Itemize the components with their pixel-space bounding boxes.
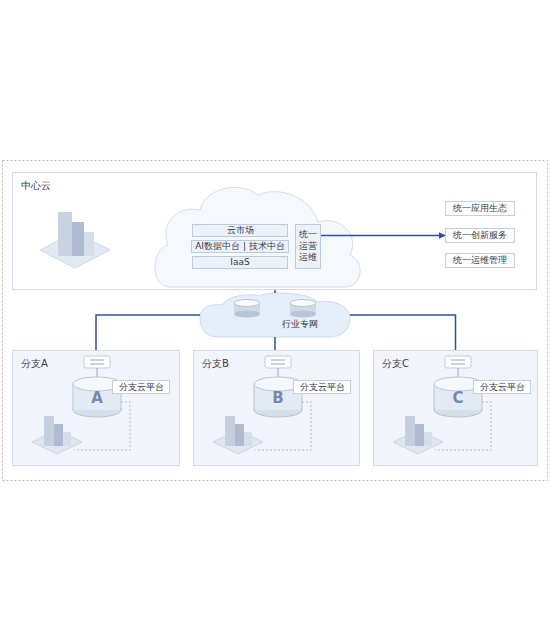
node-text: 中心云 [13,173,536,192]
branch-illustration [32,356,130,454]
node-text: 分支云平台 [480,382,525,393]
network-link [350,315,456,350]
outer-frame [3,161,548,481]
branch-panel: 分支C 分支云平台 [373,350,538,466]
branch-illustration [213,356,311,454]
platform-label: 分支云平台 [293,380,351,394]
node-text: 分支B [194,351,359,370]
node-text: 统一 运营 运维 [298,229,318,264]
service-box: 统一 运营 运维 [295,224,321,269]
branch-illustration [393,356,491,454]
router-icon [234,300,260,318]
node-text: 统一运维管理 [453,255,507,266]
region-panel: 中心云云市场 AI数据中台 | 技术中台 IaaS 统一 运营 运维 统一应用生态统一创… [12,172,537,290]
node-text: AI数据中台 | 技术中台 [195,241,285,252]
node-text: 分支云平台 [300,382,345,393]
node-text: 云市场 [227,225,254,236]
node-text: 行业专网 [282,319,318,330]
cloud-shape [155,187,360,287]
service-box: IaaS [192,256,288,269]
node-text: IaaS [230,257,249,268]
platform-label: 分支云平台 [473,380,531,394]
cylinder-letter: C [452,390,463,406]
network-cloud [200,293,350,337]
node-text: 分支云平台 [119,382,164,393]
node-text: 统一创新服务 [453,230,507,241]
cylinder-letter: A [91,390,103,406]
service-box: AI数据中台 | 技术中台 [191,240,289,253]
building-icon [40,212,110,268]
service-box: 云市场 [192,224,288,237]
network-link [96,315,200,350]
network-link [274,337,276,350]
network-cloud: 行业专网 [200,293,350,337]
branch-panel: 分支B 分支云平台 [193,350,360,466]
branch-panel: 分支A 分支云平台 [12,350,180,466]
result-box: 统一应用生态 [445,201,515,216]
result-box: 统一运维管理 [445,253,515,268]
cylinder-letter: B [272,390,283,406]
panel-ground [12,350,180,466]
platform-label: 分支云平台 [112,380,170,394]
panel-ground [373,350,538,466]
result-box: 统一创新服务 [445,228,515,243]
node-text: 分支C [374,351,537,370]
router-icon [290,300,316,318]
flow-arrow [321,235,445,237]
node-text: 分支A [13,351,179,370]
panel-ground [193,350,360,466]
network-link [274,290,276,293]
node-text: 统一应用生态 [453,203,507,214]
